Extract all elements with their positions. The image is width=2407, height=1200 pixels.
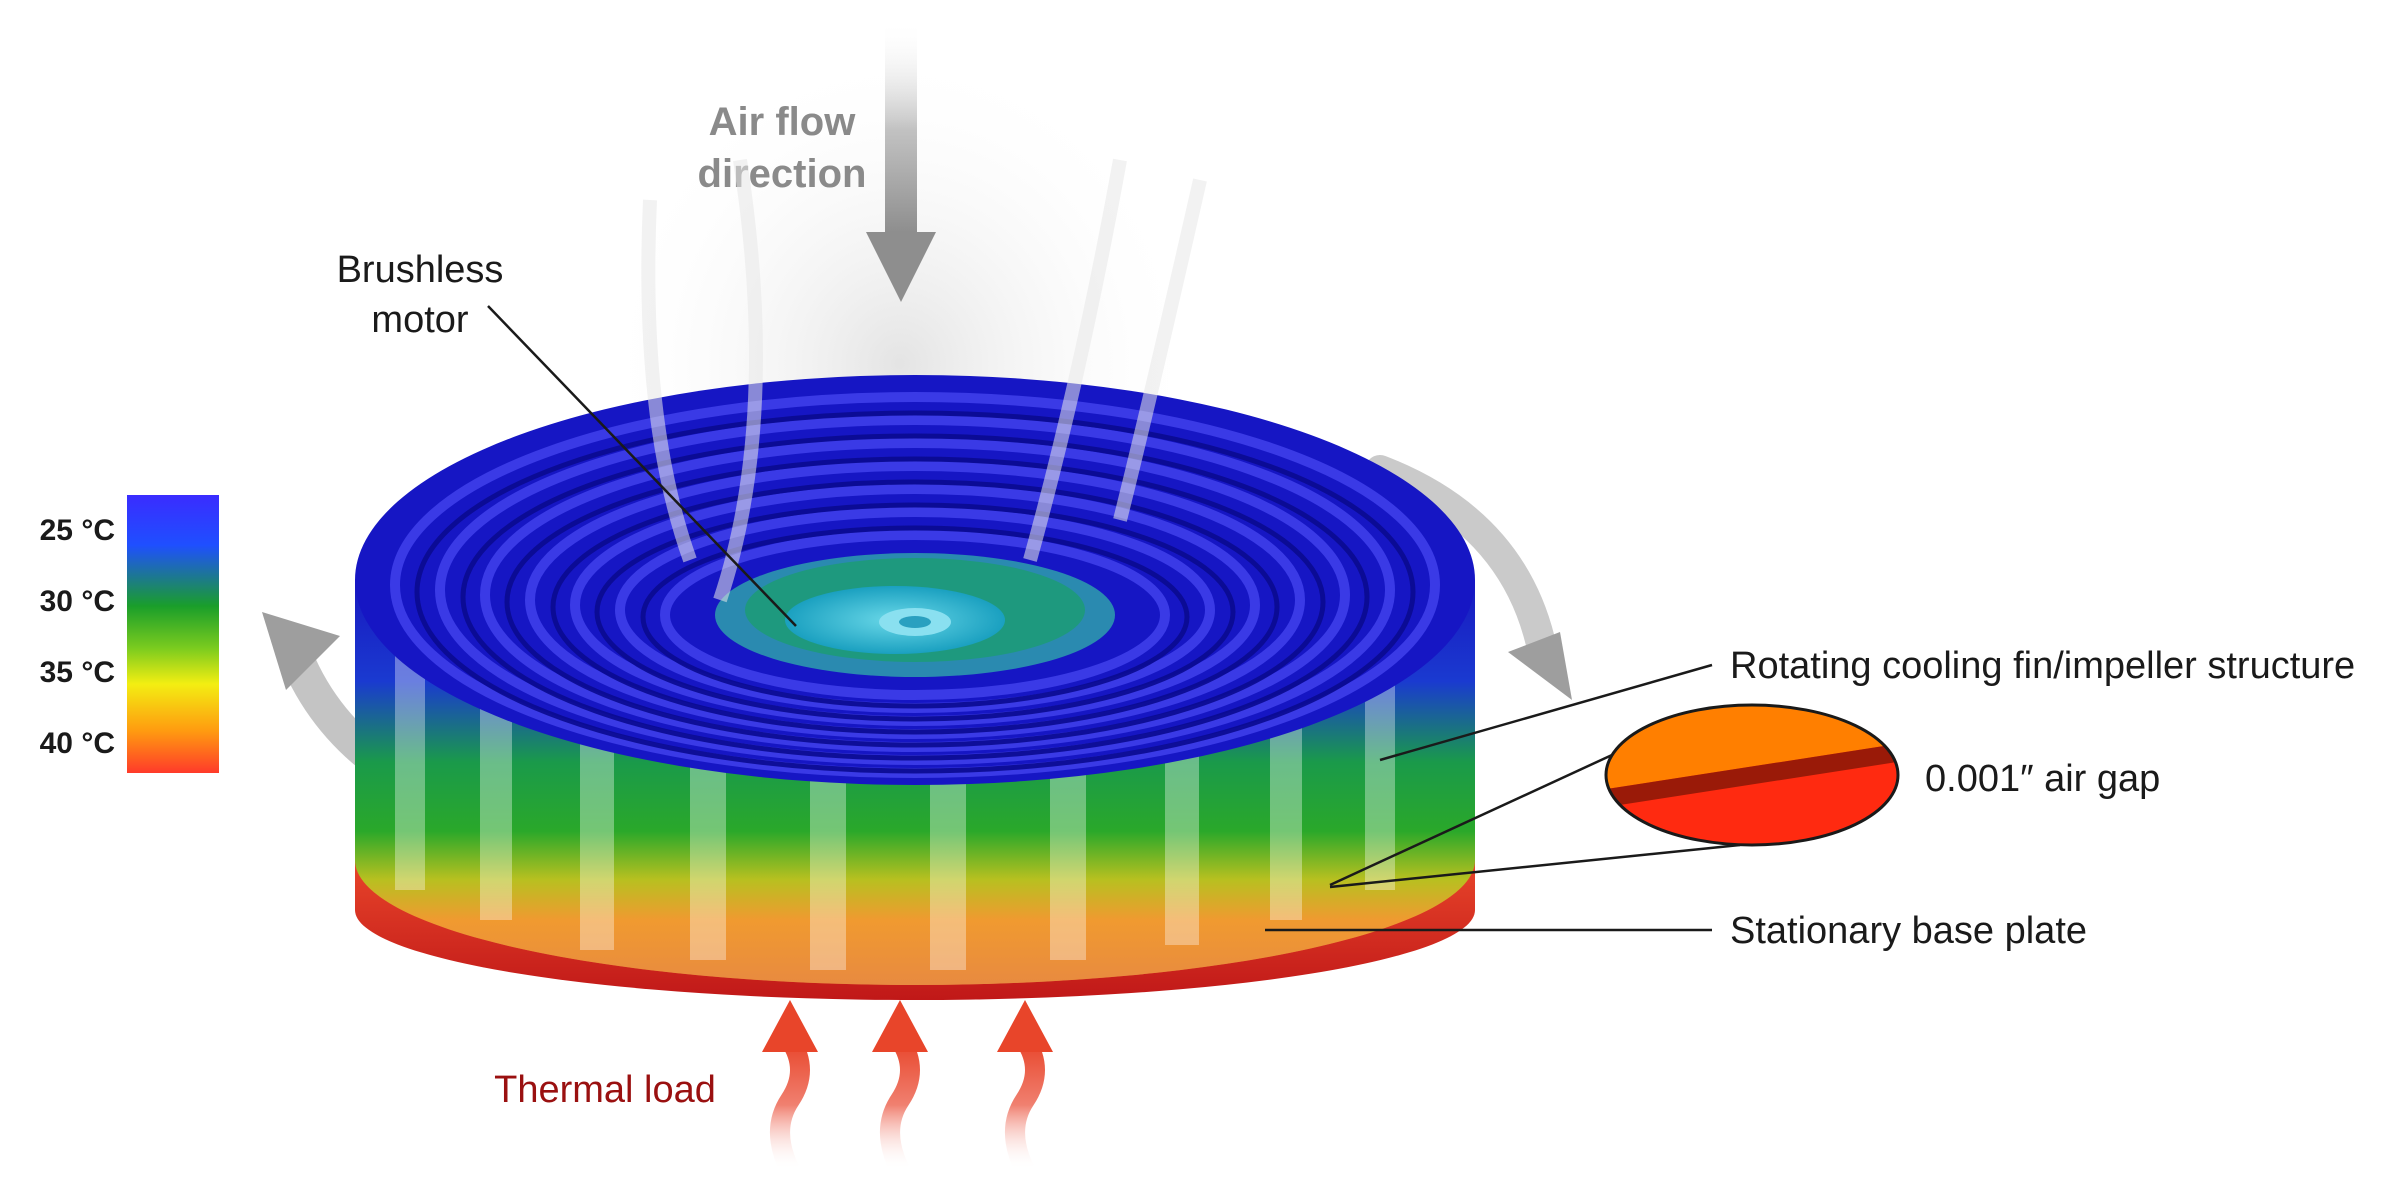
air-flow-arrow-icon: [866, 20, 936, 302]
thermal-arrow-1-icon: [762, 1000, 818, 1175]
legend-tick-25: 25 °C: [40, 514, 115, 547]
thermal-load-label: Thermal load: [494, 1069, 716, 1111]
temperature-legend-bar: [127, 495, 219, 773]
impeller-label: Rotating cooling fin/impeller structure: [1730, 645, 2355, 687]
impeller-structure: [355, 375, 1475, 985]
legend-tick-40: 40 °C: [40, 727, 115, 760]
legend-tick-35: 35 °C: [40, 656, 115, 689]
rotation-arrow-right-icon: [1365, 455, 1572, 700]
air-flow-label-line2: direction: [698, 152, 867, 196]
thermal-arrow-3-icon: [997, 1000, 1053, 1175]
motor-label-line1: Brushless: [337, 249, 504, 291]
motor-label-line2: motor: [371, 299, 468, 341]
brushless-motor-hub: [785, 586, 1005, 654]
impeller-leader-line: [1379, 663, 1713, 762]
air-gap-label: 0.001″ air gap: [1925, 758, 2160, 800]
air-flow-wisps: [641, 158, 1207, 603]
motor-leader-line: [487, 305, 797, 627]
air-flow-label-line1: Air flow: [709, 100, 857, 144]
base-plate-label: Stationary base plate: [1730, 910, 2087, 952]
legend-tick-30: 30 °C: [40, 585, 115, 618]
air-gap-magnifier: [1604, 703, 1900, 847]
air-gap-leader-bottom: [1329, 843, 1741, 889]
air-gap-leader-top: [1329, 753, 1613, 887]
thermal-arrow-2-icon: [872, 1000, 928, 1175]
